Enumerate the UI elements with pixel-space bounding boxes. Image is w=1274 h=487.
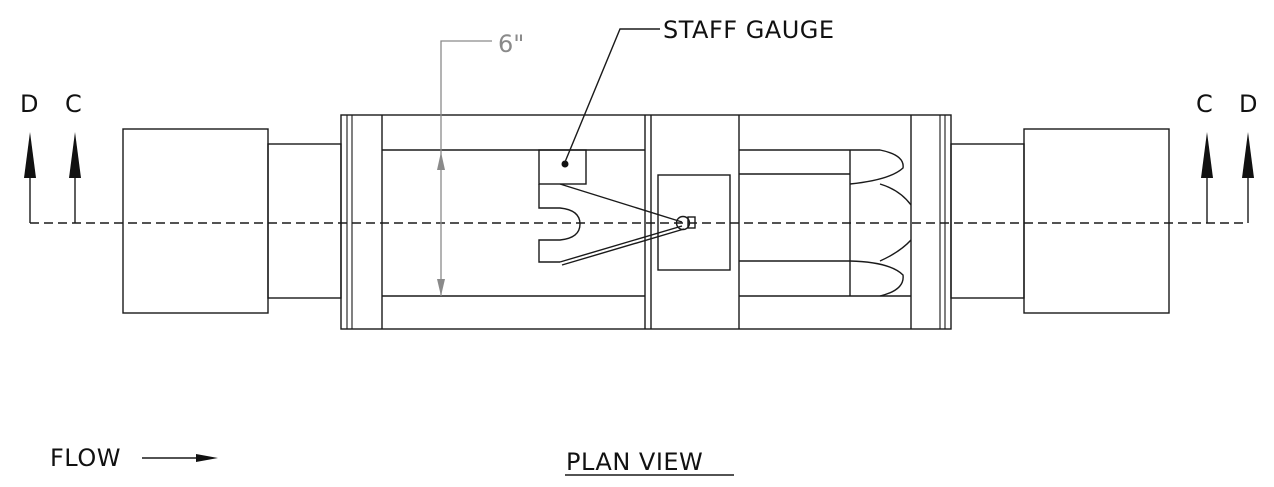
- right-end-block: [950, 128, 1170, 314]
- section-markers-left: [24, 132, 81, 223]
- staff-gauge-leader: [564, 28, 660, 163]
- left-end-block: [122, 128, 342, 314]
- flow-label: FLOW: [50, 444, 121, 472]
- view-title: PLAN VIEW: [566, 448, 703, 476]
- section-label-right-c: C: [1196, 90, 1213, 118]
- flume-body: [340, 114, 952, 330]
- section-markers-right: [1201, 132, 1254, 223]
- flared-baffles: [849, 149, 912, 297]
- staff-gauge: [538, 149, 587, 185]
- dimension-label: 6": [498, 30, 524, 58]
- section-label-left-d: D: [20, 90, 39, 118]
- staff-gauge-label: STAFF GAUGE: [663, 16, 835, 44]
- section-label-right-d: D: [1239, 90, 1258, 118]
- dimension-6in: [437, 40, 492, 296]
- flow-arrow-icon: [142, 454, 218, 462]
- section-label-left-c: C: [65, 90, 82, 118]
